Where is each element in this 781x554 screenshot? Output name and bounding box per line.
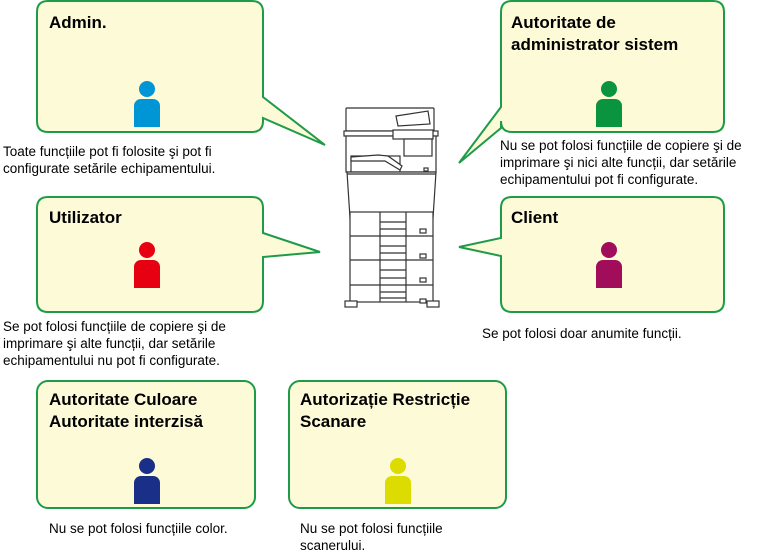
callout-user — [36, 196, 321, 313]
box-color-prohibited — [36, 380, 256, 509]
multifunction-printer-icon — [343, 107, 440, 308]
role-title-admin: Admin. — [49, 13, 107, 32]
role-description-user: Se pot folosi funcțiile de copiere şi de… — [3, 319, 226, 368]
callout-guest — [458, 196, 725, 313]
callout-system-admin — [458, 0, 725, 164]
role-title-user: Utilizator — [49, 208, 122, 227]
person-icon-system-admin — [596, 81, 622, 127]
role-description-admin: Toate funcțiile pot fi folosite şi pot f… — [3, 144, 216, 176]
role-title-guest: Client — [511, 208, 559, 227]
role-description-system-admin: Nu se pot folosi funcțiile de copiere şi… — [500, 138, 742, 187]
person-icon-guest — [596, 242, 622, 288]
role-title-scan-restricted: Autorizație Restricție Scanare — [300, 390, 471, 431]
role-title-color-prohibited: Autoritate Culoare Autoritate interzisă — [49, 390, 203, 431]
callout-admin — [36, 0, 326, 146]
person-icon-color-prohibited — [134, 458, 160, 504]
person-icon-admin — [134, 81, 160, 127]
person-icon-scan-restricted — [385, 458, 411, 504]
person-icon-user — [134, 242, 160, 288]
role-description-guest: Se pot folosi doar anumite funcții. — [482, 326, 682, 341]
box-scan-restricted — [288, 380, 507, 509]
role-description-color-prohibited: Nu se pot folosi funcțiile color. — [49, 521, 228, 536]
role-description-scan-restricted: Nu se pot folosi funcțiile scanerului. — [300, 521, 443, 553]
role-title-system-admin: Autoritate de administrator sistem — [511, 13, 679, 54]
